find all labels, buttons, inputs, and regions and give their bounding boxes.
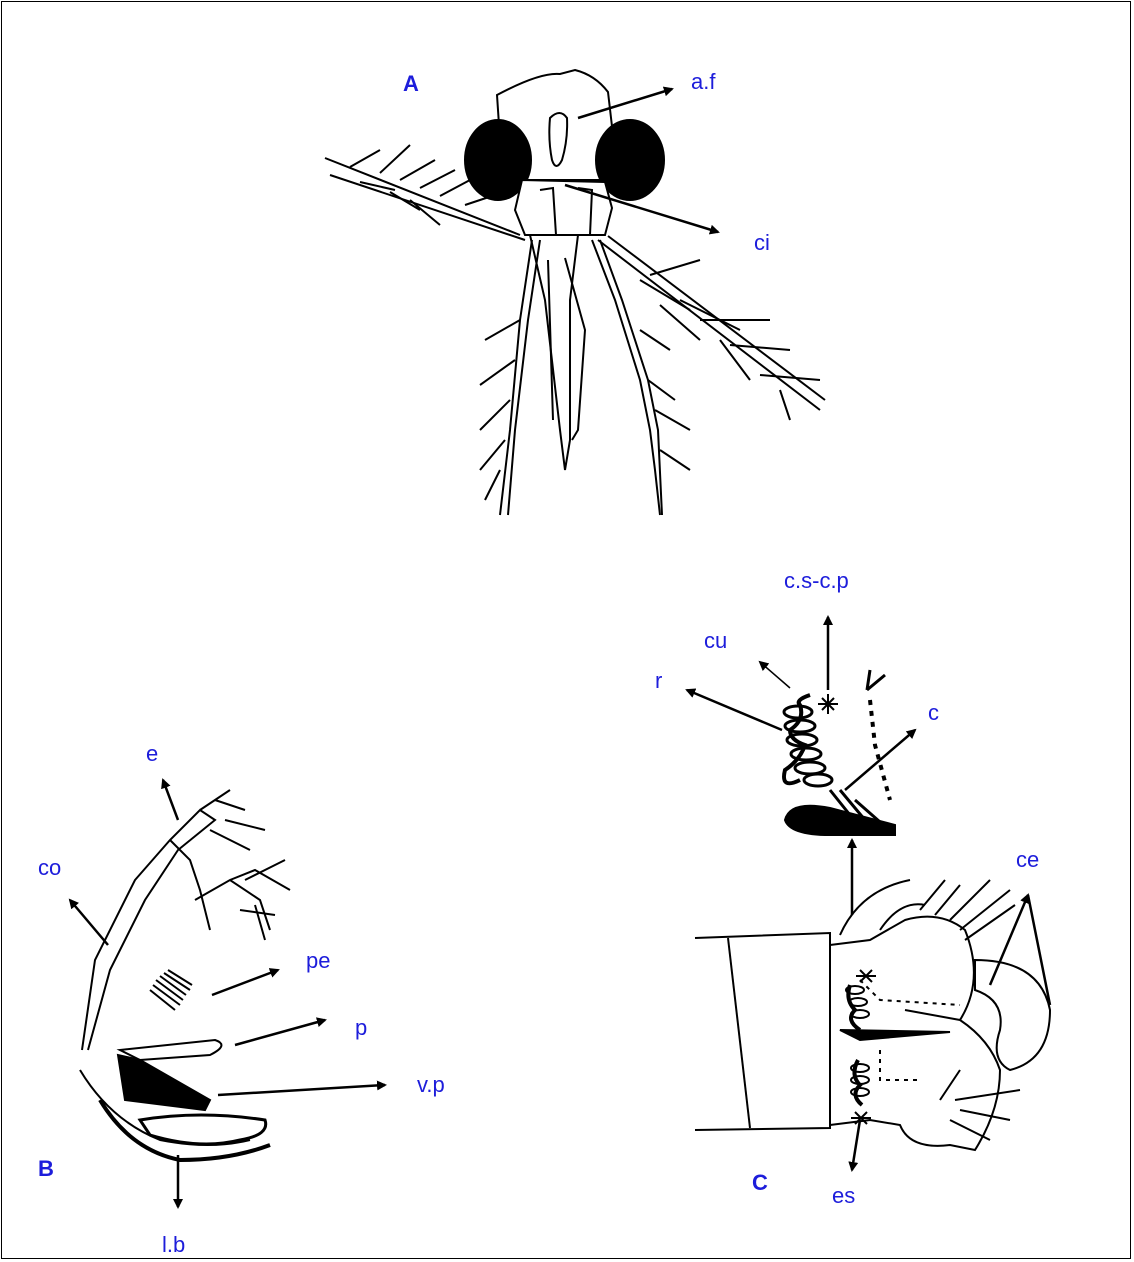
- arrow-vp: [218, 1085, 385, 1095]
- head-illustration: [325, 70, 825, 515]
- terminalia-illustration-c: [695, 880, 1050, 1150]
- label-r: r: [655, 670, 662, 692]
- arrow-cu: [760, 662, 790, 688]
- arrow-c: [845, 730, 915, 790]
- label-es: es: [832, 1185, 855, 1207]
- label-c: c: [928, 702, 939, 724]
- arrow-e: [163, 780, 178, 820]
- label-co: co: [38, 857, 61, 879]
- panel-label-b: B: [38, 1158, 54, 1180]
- arrow-r: [687, 690, 782, 730]
- label-lb: l.b: [162, 1234, 185, 1256]
- label-pe: pe: [306, 950, 330, 972]
- spermatheca-detail: [784, 670, 895, 835]
- label-cscp: c.s-c.p: [784, 570, 849, 592]
- arrow-es: [852, 1120, 860, 1170]
- panel-label-c: C: [752, 1172, 768, 1194]
- label-af: a.f: [691, 71, 715, 93]
- label-p: p: [355, 1017, 367, 1039]
- label-e: e: [146, 743, 158, 765]
- label-cu: cu: [704, 630, 727, 652]
- label-vp: v.p: [417, 1074, 445, 1096]
- panel-label-a: A: [403, 73, 419, 95]
- label-ce: ce: [1016, 849, 1039, 871]
- arrow-pe: [212, 970, 278, 995]
- label-ci: ci: [754, 232, 770, 254]
- arrow-p: [235, 1020, 325, 1045]
- arrow-co: [70, 900, 108, 945]
- genitalia-illustration-b: [80, 790, 290, 1160]
